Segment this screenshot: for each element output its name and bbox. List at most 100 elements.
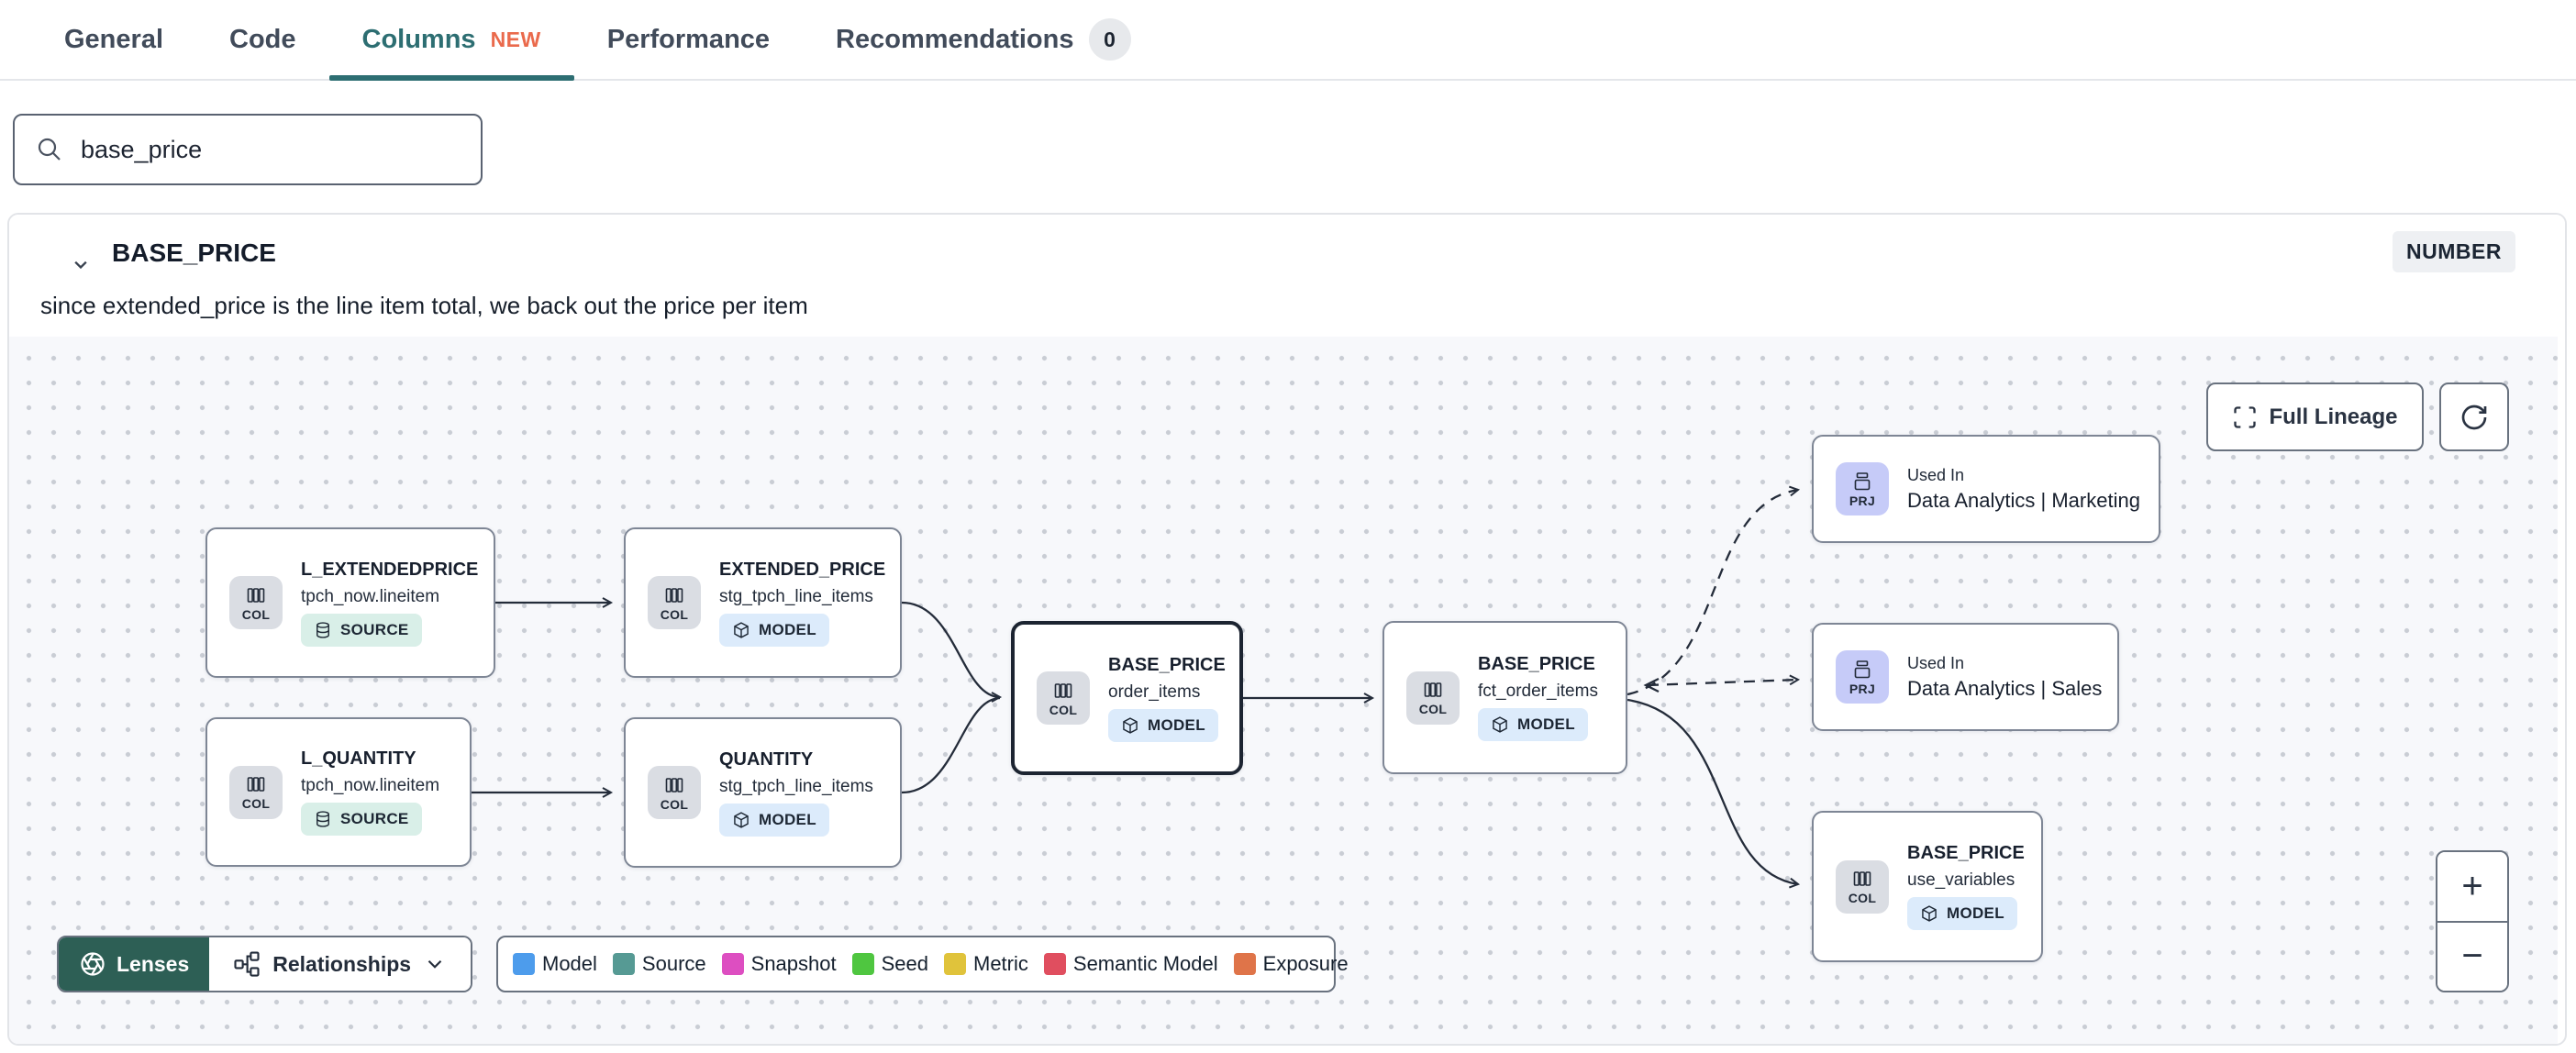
- cube-icon: [1922, 905, 1937, 922]
- seed-swatch: [851, 953, 874, 975]
- chevron-down-icon: [427, 959, 442, 969]
- model-swatch: [513, 953, 535, 975]
- node-title: BASE_PRICE: [1478, 654, 1595, 674]
- legend-item-metric: Metric: [944, 952, 1028, 976]
- legend-item-model: Model: [513, 952, 597, 976]
- columns-icon: [1054, 682, 1072, 698]
- relationships-icon: [234, 951, 260, 977]
- source-badge: SOURCE: [301, 803, 422, 836]
- column-description: since extended_price is the line item to…: [40, 292, 808, 319]
- exposure-swatch: [1233, 953, 1256, 975]
- column-card-header: BASE_PRICE NUMBER since extended_price i…: [9, 215, 2565, 337]
- zoom-in-button[interactable]: +: [2437, 852, 2507, 923]
- model-badge: MODEL: [719, 803, 829, 837]
- recommendations-count-badge: 0: [1088, 18, 1131, 61]
- metric-swatch: [944, 953, 966, 975]
- legend-item-source: Source: [612, 952, 706, 976]
- node-used-in-sales[interactable]: PRJ Used In Data Analytics | Sales: [1812, 623, 2119, 731]
- node-subtitle: fct_order_items: [1478, 682, 1598, 701]
- columns-icon: [665, 587, 683, 603]
- legend-item-snapshot: Snapshot: [721, 952, 837, 976]
- node-extended-price[interactable]: COL EXTENDED_PRICE stg_tpch_line_items M…: [624, 527, 902, 678]
- column-chip: COL: [229, 765, 283, 819]
- model-badge: MODEL: [1478, 708, 1588, 741]
- node-title: BASE_PRICE: [1907, 843, 2025, 863]
- node-quantity[interactable]: COL QUANTITY stg_tpch_line_items MODEL: [624, 717, 902, 868]
- node-title: BASE_PRICE: [1108, 654, 1226, 675]
- column-card: BASE_PRICE NUMBER since extended_price i…: [7, 213, 2567, 1046]
- used-in-label: Used In: [1907, 465, 1965, 484]
- legend-item-seed: Seed: [851, 952, 928, 976]
- lenses-button[interactable]: Lenses: [59, 937, 210, 991]
- semantic-model-swatch: [1043, 953, 1066, 975]
- project-name: Data Analytics | Marketing: [1907, 488, 2140, 512]
- aperture-icon: [81, 952, 105, 976]
- project-chip: PRJ: [1836, 462, 1889, 515]
- node-title: L_EXTENDEDPRICE: [301, 559, 479, 580]
- node-title: EXTENDED_PRICE: [719, 559, 886, 580]
- column-name: BASE_PRICE: [112, 238, 276, 267]
- database-icon: [316, 621, 329, 638]
- column-chip: COL: [648, 766, 701, 819]
- node-l-quantity[interactable]: COL L_QUANTITY tpch_now.lineitem SOURCE: [205, 717, 472, 867]
- node-subtitle: tpch_now.lineitem: [301, 776, 440, 795]
- expand-icon: [2234, 405, 2257, 428]
- columns-icon: [1424, 682, 1442, 697]
- model-badge: MODEL: [1907, 897, 2017, 930]
- source-swatch: [612, 953, 635, 975]
- node-base-price-use-variables[interactable]: COL BASE_PRICE use_variables MODEL: [1812, 811, 2043, 962]
- node-base-price-order-items[interactable]: COL BASE_PRICE order_items MODEL: [1011, 621, 1243, 775]
- tab-columns[interactable]: Columns NEW: [328, 0, 574, 81]
- columns-icon: [247, 777, 265, 792]
- tab-code[interactable]: Code: [229, 24, 296, 54]
- column-chip: COL: [1037, 671, 1090, 725]
- legend-item-exposure: Exposure: [1233, 952, 1349, 976]
- refresh-icon: [2461, 405, 2487, 429]
- model-badge: MODEL: [1108, 708, 1218, 742]
- full-lineage-button[interactable]: Full Lineage: [2206, 382, 2424, 451]
- project-chip: PRJ: [1836, 650, 1889, 704]
- zoom-controls: + −: [2436, 850, 2509, 992]
- node-subtitle: order_items: [1108, 682, 1201, 702]
- node-l-extendedprice[interactable]: COL L_EXTENDEDPRICE tpch_now.lineitem SO…: [205, 527, 495, 678]
- columns-icon: [247, 587, 265, 603]
- node-title: L_QUANTITY: [301, 748, 416, 769]
- model-badge: MODEL: [719, 613, 829, 647]
- project-icon: [1854, 660, 1871, 678]
- zoom-out-button[interactable]: −: [2437, 922, 2507, 991]
- lineage-canvas[interactable]: COL L_EXTENDEDPRICE tpch_now.lineitem SO…: [9, 337, 2558, 1044]
- node-used-in-marketing[interactable]: PRJ Used In Data Analytics | Marketing: [1812, 435, 2160, 543]
- columns-icon: [1853, 871, 1871, 886]
- search-input[interactable]: [81, 135, 461, 164]
- cube-icon: [734, 621, 749, 638]
- cube-icon: [734, 811, 749, 828]
- node-subtitle: stg_tpch_line_items: [719, 776, 873, 796]
- refresh-button[interactable]: [2439, 382, 2509, 451]
- columns-icon: [665, 777, 683, 793]
- node-subtitle: stg_tpch_line_items: [719, 586, 873, 606]
- node-subtitle: tpch_now.lineitem: [301, 586, 440, 606]
- tab-general[interactable]: General: [64, 24, 163, 54]
- lenses-toolbar: Lenses Relationships: [57, 936, 473, 992]
- column-chip: COL: [229, 576, 283, 629]
- search-icon: [35, 135, 64, 164]
- project-icon: [1854, 471, 1871, 490]
- column-chip: COL: [648, 576, 701, 629]
- cube-icon: [1493, 716, 1507, 733]
- snapshot-swatch: [721, 953, 744, 975]
- node-type-legend: Model Source Snapshot Seed Metric Semant…: [496, 936, 1349, 992]
- tab-performance[interactable]: Performance: [606, 24, 771, 54]
- node-base-price-fct-order-items[interactable]: COL BASE_PRICE fct_order_items MODEL: [1382, 621, 1627, 774]
- column-chip: COL: [1406, 671, 1460, 725]
- tab-recommendations[interactable]: Recommendations 0: [803, 0, 1163, 79]
- column-chip: COL: [1836, 859, 1889, 914]
- tab-bar: General Code Columns NEW Performance Rec…: [0, 0, 2576, 81]
- database-icon: [316, 811, 329, 827]
- project-name: Data Analytics | Sales: [1907, 676, 2103, 700]
- column-search[interactable]: [13, 114, 483, 185]
- relationships-dropdown[interactable]: Relationships: [209, 937, 472, 991]
- node-subtitle: use_variables: [1907, 870, 2015, 890]
- new-badge: NEW: [490, 27, 541, 51]
- node-title: QUANTITY: [719, 748, 814, 770]
- collapse-chevron-icon[interactable]: [62, 246, 99, 283]
